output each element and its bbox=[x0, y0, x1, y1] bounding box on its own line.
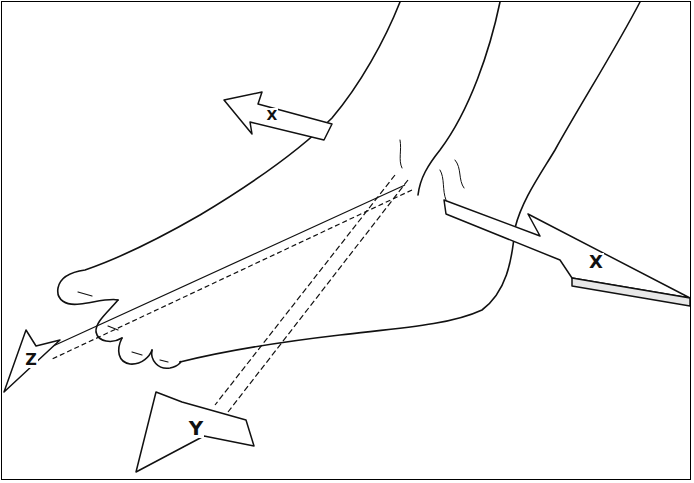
axis-label: Y bbox=[188, 418, 204, 438]
axis-label: X bbox=[588, 253, 604, 271]
axis-label: Z bbox=[24, 352, 38, 368]
x-arrow-edge bbox=[572, 278, 690, 306]
toenails bbox=[78, 292, 168, 362]
third-toe bbox=[119, 338, 152, 364]
x-arrow-lateral bbox=[444, 200, 690, 298]
axis-arrows bbox=[4, 92, 690, 472]
tendon-line bbox=[418, 2, 500, 195]
foot-outline bbox=[58, 2, 640, 368]
z-arrowhead bbox=[4, 330, 60, 392]
shin-and-dorsum bbox=[58, 2, 400, 304]
z-axis-line bbox=[40, 185, 405, 352]
axis-lines bbox=[40, 175, 412, 412]
y-arrowhead bbox=[136, 392, 254, 472]
x-arrow-medial bbox=[224, 92, 332, 140]
z-axis-line bbox=[50, 190, 412, 360]
y-axis-line bbox=[228, 180, 408, 412]
fourth-toe bbox=[152, 350, 181, 368]
y-axis-line bbox=[215, 175, 395, 405]
axis-label: X bbox=[266, 108, 279, 122]
back-of-leg-and-sole bbox=[180, 2, 640, 362]
